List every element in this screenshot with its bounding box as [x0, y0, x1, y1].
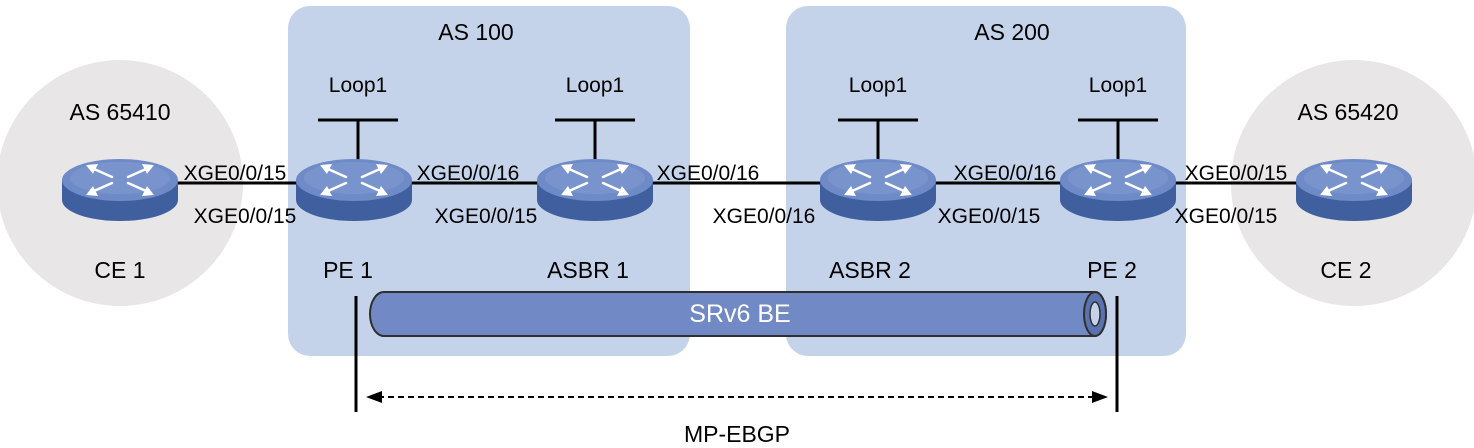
- srv6-be-tunnel: [369, 291, 1107, 337]
- if-asbr1-asbr2-upper: XGE0/0/16: [657, 162, 760, 185]
- router-icon: [60, 157, 180, 223]
- router-icon: [1294, 157, 1414, 223]
- asbr1-loopback-label: Loop1: [566, 74, 624, 97]
- if-pe2-ce2-upper: XGE0/0/15: [1185, 162, 1288, 185]
- pe1-loopback-label: Loop1: [329, 74, 387, 97]
- as-100-label: AS 100: [438, 19, 513, 45]
- mp-ebgp-session-arrow: [366, 391, 1108, 403]
- router-icon: [535, 157, 655, 223]
- router-icon: [294, 157, 414, 223]
- asbr1-loopback: [555, 118, 635, 162]
- router-icon: [1058, 157, 1178, 223]
- as-200-box: [786, 6, 1186, 356]
- device-name-ce2: CE 2: [1320, 257, 1371, 283]
- device-name-pe1: PE 1: [323, 257, 373, 283]
- as-200-label: AS 200: [974, 19, 1049, 45]
- if-pe1-asbr1-lower: XGE0/0/15: [435, 205, 538, 228]
- site-as-65410-label: AS 65410: [69, 99, 170, 125]
- router-icon: [818, 157, 938, 223]
- asbr2-loopback: [838, 118, 918, 162]
- if-asbr1-asbr2-lower: XGE0/0/16: [713, 205, 816, 228]
- device-name-asbr2: ASBR 2: [829, 257, 911, 283]
- if-asbr2-pe2-lower: XGE0/0/15: [938, 205, 1041, 228]
- if-ce1-pe1-upper: XGE0/0/15: [184, 162, 287, 185]
- as-100-box: [288, 6, 690, 356]
- pe2-loopback-label: Loop1: [1089, 74, 1147, 97]
- session-label: MP-EBGP: [684, 421, 790, 447]
- if-pe2-ce2-lower: XGE0/0/15: [1175, 205, 1278, 228]
- pe1-loopback: [318, 118, 398, 162]
- device-name-ce1: CE 1: [94, 257, 145, 283]
- tunnel-label: SRv6 BE: [689, 300, 790, 328]
- device-name-asbr1: ASBR 1: [547, 257, 629, 283]
- asbr2-loopback-label: Loop1: [849, 74, 907, 97]
- site-as-65420-label: AS 65420: [1297, 99, 1398, 125]
- if-ce1-pe1-lower: XGE0/0/15: [194, 205, 297, 228]
- if-asbr2-pe2-upper: XGE0/0/16: [954, 162, 1057, 185]
- if-pe1-asbr1-upper: XGE0/0/16: [417, 162, 520, 185]
- device-name-pe2: PE 2: [1087, 257, 1137, 283]
- pe2-loopback: [1078, 118, 1158, 162]
